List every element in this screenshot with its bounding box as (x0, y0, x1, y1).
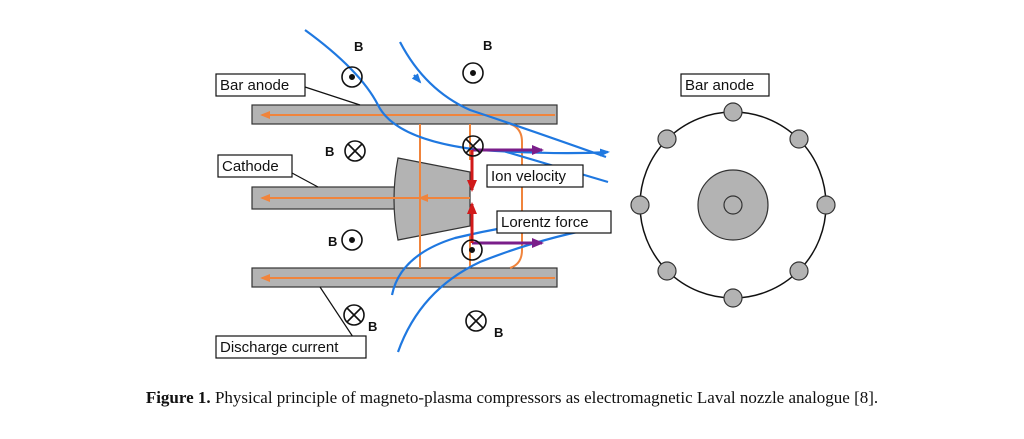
cross-section-view (630, 102, 836, 308)
svg-text:B: B (325, 144, 334, 159)
figure-caption: Figure 1. Physical principle of magneto-… (0, 388, 1024, 408)
label-discharge-current: Discharge current (215, 335, 367, 359)
b-field-symbols (341, 62, 487, 332)
caption-text: Physical principle of magneto-plasma com… (214, 388, 879, 407)
label-ion-velocity: Ion velocity (486, 164, 584, 188)
caption-prefix: Figure 1. (145, 388, 211, 407)
svg-text:B: B (494, 325, 503, 340)
svg-text:Discharge current: Discharge current (220, 339, 339, 356)
svg-text:Bar anode: Bar anode (220, 77, 289, 94)
label-leaders (291, 86, 361, 341)
svg-text:Cathode: Cathode (222, 158, 279, 175)
label-lorentz-force: Lorentz force (496, 210, 612, 234)
label-cathode: Cathode (217, 154, 293, 178)
svg-text:B: B (483, 38, 492, 53)
svg-text:B: B (354, 39, 363, 54)
svg-text:B: B (328, 234, 337, 249)
label-bar-anode-left: Bar anode (215, 73, 306, 97)
label-bar-anode-right: Bar anode (680, 73, 770, 97)
discharge-current-paths (260, 111, 555, 282)
svg-text:B: B (368, 319, 377, 334)
mpc-diagram: B B B B B B Bar anode Cathode Discharge … (215, 29, 836, 359)
magnetic-field-lines (304, 29, 610, 353)
svg-text:Bar anode: Bar anode (685, 77, 754, 94)
svg-text:Ion velocity: Ion velocity (491, 168, 567, 185)
b-field-labels: B B B B B B (325, 38, 503, 340)
svg-text:Lorentz force: Lorentz force (501, 214, 589, 231)
